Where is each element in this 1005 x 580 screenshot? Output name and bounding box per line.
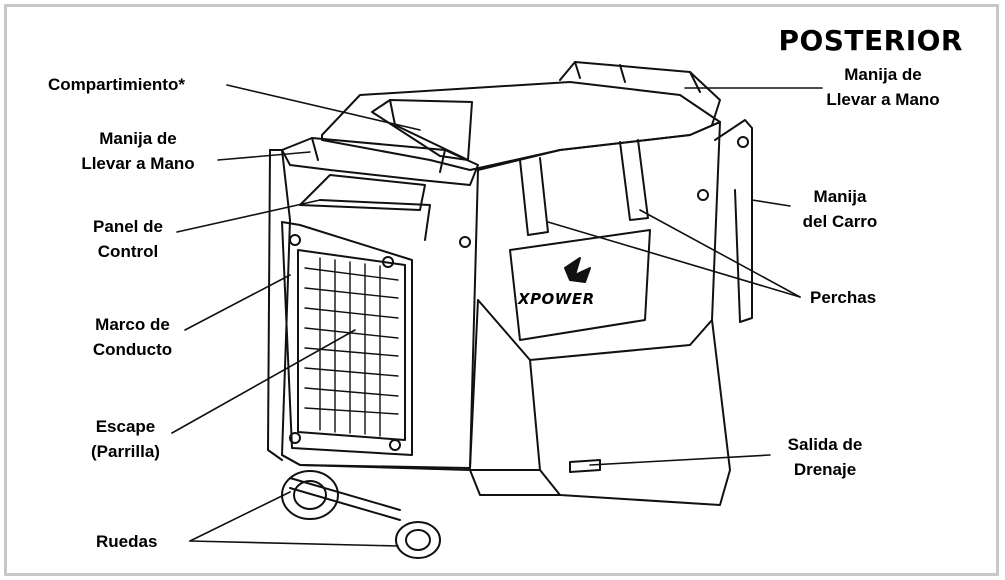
label-line: Panel de (93, 217, 163, 236)
label-line: Manija (813, 187, 867, 206)
diagram-frame (4, 4, 999, 576)
label-manija-llevar-right: Manija de Llevar a Mano (808, 62, 958, 112)
label-manija-llevar-left: Manija de Llevar a Mano (58, 126, 218, 176)
label-marco-conducto: Marco de Conducto (80, 312, 185, 362)
label-salida-drenaje: Salida de Drenaje (770, 432, 880, 482)
label-line: Llevar a Mano (826, 90, 940, 109)
label-line: Escape (95, 417, 156, 436)
label-line: Drenaje (793, 460, 857, 479)
label-line: (Parrilla) (91, 442, 160, 461)
label-compartimiento: Compartimiento* (48, 75, 185, 94)
label-line: Control (97, 242, 159, 261)
brand-logo: XPOWER (518, 290, 595, 308)
label-perchas: Perchas (810, 288, 877, 307)
label-line: Llevar a Mano (81, 154, 195, 173)
label-line: Manija de (99, 129, 177, 148)
label-line: Manija de (844, 65, 922, 84)
label-escape-parrilla: Escape (Parrilla) (78, 414, 173, 464)
diagram-title: POSTERIOR (778, 24, 963, 57)
label-ruedas: Ruedas (96, 532, 158, 551)
label-line: Marco de (95, 315, 170, 334)
label-line: Salida de (787, 435, 863, 454)
label-line: Conducto (92, 340, 173, 359)
label-line: del Carro (802, 212, 878, 231)
label-panel-control: Panel de Control (78, 214, 178, 264)
label-manija-carro: Manija del Carro (790, 184, 890, 234)
